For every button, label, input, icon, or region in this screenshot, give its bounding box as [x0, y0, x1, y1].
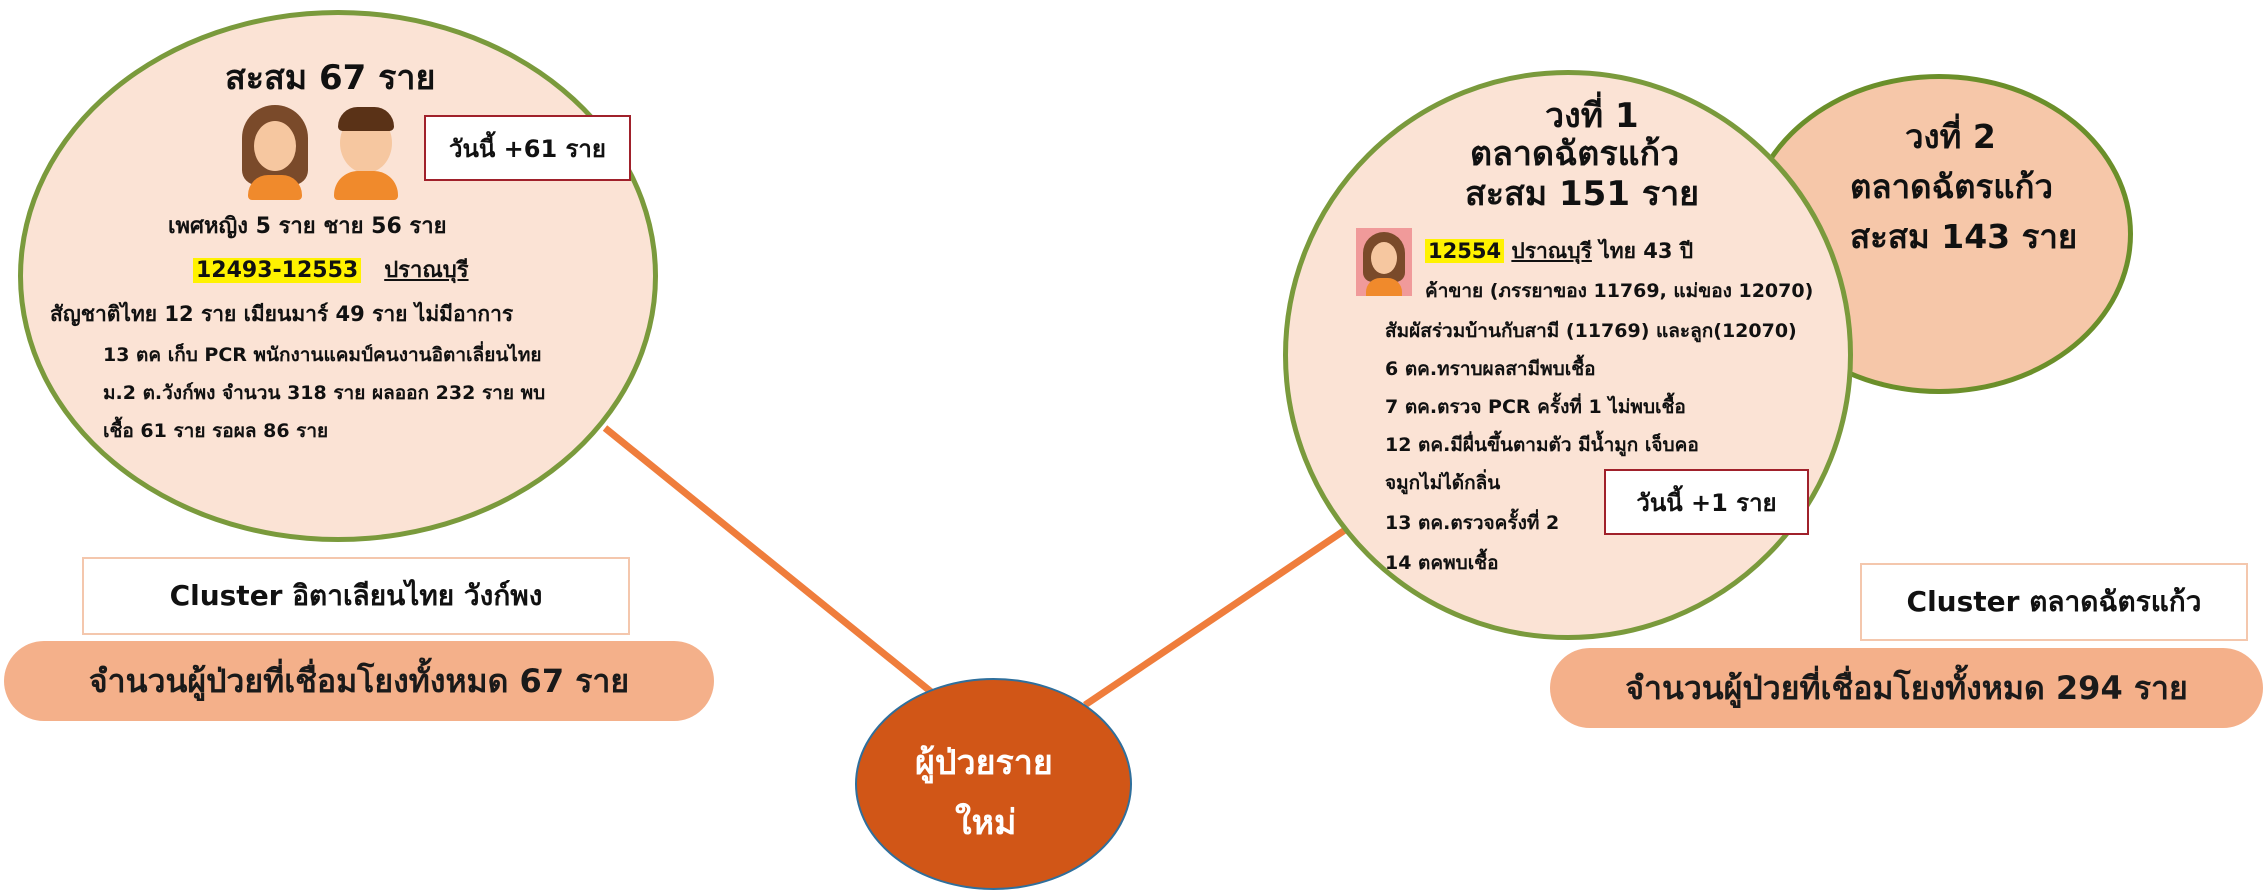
left-detail-3: เชื้อ 61 ราย รอผล 86 ราย	[103, 420, 329, 442]
ring2-line2: ตลาดฉัตรแก้ว	[1850, 167, 2054, 206]
left-detail-2: ม.2 ต.วังก์พง จำนวน 318 ราย ผลออก 232 รา…	[103, 382, 546, 404]
left-detail-1: 13 ตค เก็บ PCR พนักงานแคมป์คนงานอิตาเลี่…	[103, 344, 542, 366]
timeline-item: 12 ตค.มีผื่นขึ้นตามตัว มีน้ำมูก เจ็บคอ	[1385, 434, 1699, 456]
case-header: 12554 ปราณบุรี ไทย 43 ปี	[1425, 235, 1693, 268]
ring1-circle	[1283, 70, 1853, 640]
timeline-item: 7 ตค.ตรวจ PCR ครั้งที่ 1 ไม่พบเชื้อ	[1385, 396, 1686, 418]
new-patient-node	[855, 678, 1132, 890]
left-province: ปราณบุรี	[384, 258, 469, 283]
ring2-line1: วงที่ 2	[1905, 117, 1996, 156]
center-line2: ใหม่	[955, 803, 1017, 843]
case-occupation: ค้าขาย (ภรรยาของ 11769, แม่ของ 12070)	[1425, 280, 1814, 302]
case-id: 12554	[1425, 239, 1505, 263]
ring2-line3: สะสม 143 ราย	[1850, 217, 2078, 256]
patient-avatar-icon	[1356, 228, 1412, 296]
timeline-item: 13 ตค.ตรวจครั้งที่ 2	[1385, 512, 1560, 534]
left-gender-line: เพศหญิง 5 ราย ชาย 56 ราย	[168, 214, 447, 239]
case-info: ไทย 43 ปี	[1599, 239, 1694, 263]
center-line1: ผู้ป่วยราย	[915, 743, 1053, 783]
left-case-range: 12493-12553	[193, 258, 362, 283]
left-case-line: 12493-12553 ปราณบุรี	[193, 252, 469, 287]
connector-right	[1083, 527, 1347, 708]
male-avatar-icon	[330, 105, 402, 200]
ring1-line2: ตลาดฉัตรแก้ว	[1470, 134, 1680, 174]
right-today-badge: วันนี้ +1 ราย	[1604, 469, 1809, 535]
case-place: ปราณบุรี	[1511, 239, 1592, 263]
timeline-item: 14 ตคพบเชื้อ	[1385, 552, 1499, 574]
left-cluster-label: Cluster อิตาเลียนไทย วังก์พง	[82, 557, 630, 635]
ring1-line3: สะสม 151 ราย	[1465, 174, 1700, 214]
left-today-badge: วันนี้ +61 ราย	[424, 115, 631, 181]
timeline-item: 6 ตค.ทราบผลสามีพบเชื้อ	[1385, 358, 1596, 380]
timeline-item: จมูกไม่ได้กลิ่น	[1385, 472, 1501, 494]
left-total-pill: จำนวนผู้ป่วยที่เชื่อมโยงทั้งหมด 67 ราย	[4, 641, 714, 721]
right-total-pill: จำนวนผู้ป่วยที่เชื่อมโยงทั้งหมด 294 ราย	[1550, 648, 2263, 728]
connector-left	[602, 425, 938, 698]
left-nationality-line: สัญชาติไทย 12 ราย เมียนมาร์ 49 ราย ไม่มี…	[50, 302, 514, 326]
female-avatar-icon	[240, 105, 310, 200]
ring1-line1: วงที่ 1	[1545, 96, 1639, 136]
timeline-item: สัมผัสร่วมบ้านกับสามี (11769) และลูก(120…	[1385, 320, 1797, 342]
left-cluster-title: สะสม 67 ราย	[225, 58, 436, 98]
right-cluster-label: Cluster ตลาดฉัตรแก้ว	[1860, 563, 2248, 641]
